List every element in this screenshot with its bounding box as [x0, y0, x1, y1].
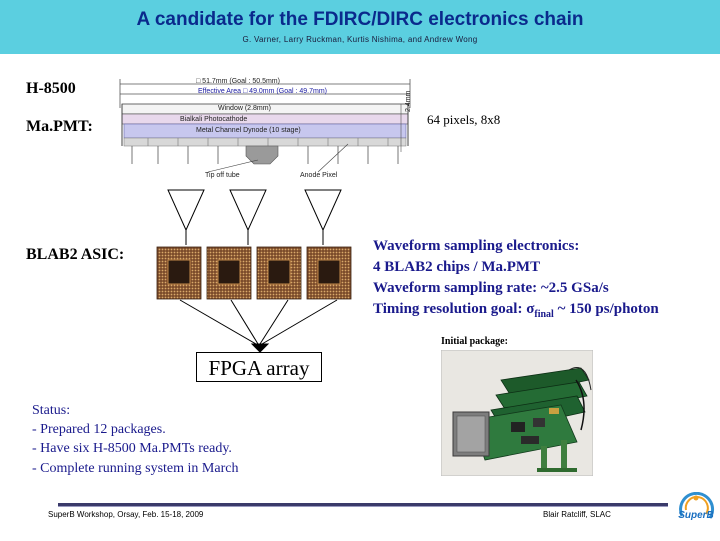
timing-suffix: ~ 150 ps/photon	[554, 301, 659, 317]
blab2-chip-2	[207, 247, 251, 299]
footer-left: SuperB Workshop, Orsay, Feb. 15-18, 2009	[48, 510, 203, 519]
fpga-label: FPGA array	[196, 356, 322, 381]
blab2-chip-3	[257, 247, 301, 299]
preamp-triangle-3	[305, 190, 341, 230]
superb-logo-text: SuperB	[676, 510, 716, 521]
blab2-chip-1	[157, 247, 201, 299]
footer-rule-light	[58, 506, 668, 507]
footer-right: Blair Ratcliff, SLAC	[543, 510, 611, 519]
status-item-1: - Prepared 12 packages.	[32, 420, 166, 440]
preamp-triangle-1	[168, 190, 204, 230]
blab2-chip-row	[155, 245, 355, 301]
waveform-heading: Waveform sampling electronics:	[373, 236, 579, 257]
waveform-timing: Timing resolution goal: σfinal ~ 150 ps/…	[373, 299, 659, 325]
blab2-chip-4	[307, 247, 351, 299]
superb-logo: SuperB	[676, 492, 716, 536]
status-heading: Status:	[32, 401, 70, 421]
status-item-2: - Have six H-8500 Ma.PMTs ready.	[32, 439, 232, 459]
waveform-chips: 4 BLAB2 chips / Ma.PMT	[373, 257, 540, 278]
status-item-3: - Complete running system in March	[32, 459, 238, 479]
preamp-triangle-2	[230, 190, 266, 230]
package-photo	[441, 350, 593, 476]
waveform-rate: Waveform sampling rate: ~2.5 GSa/s	[373, 278, 609, 299]
package-caption: Initial package:	[441, 336, 508, 347]
timing-prefix: Timing resolution goal:	[373, 301, 526, 317]
sigma-subscript: final	[534, 309, 553, 320]
